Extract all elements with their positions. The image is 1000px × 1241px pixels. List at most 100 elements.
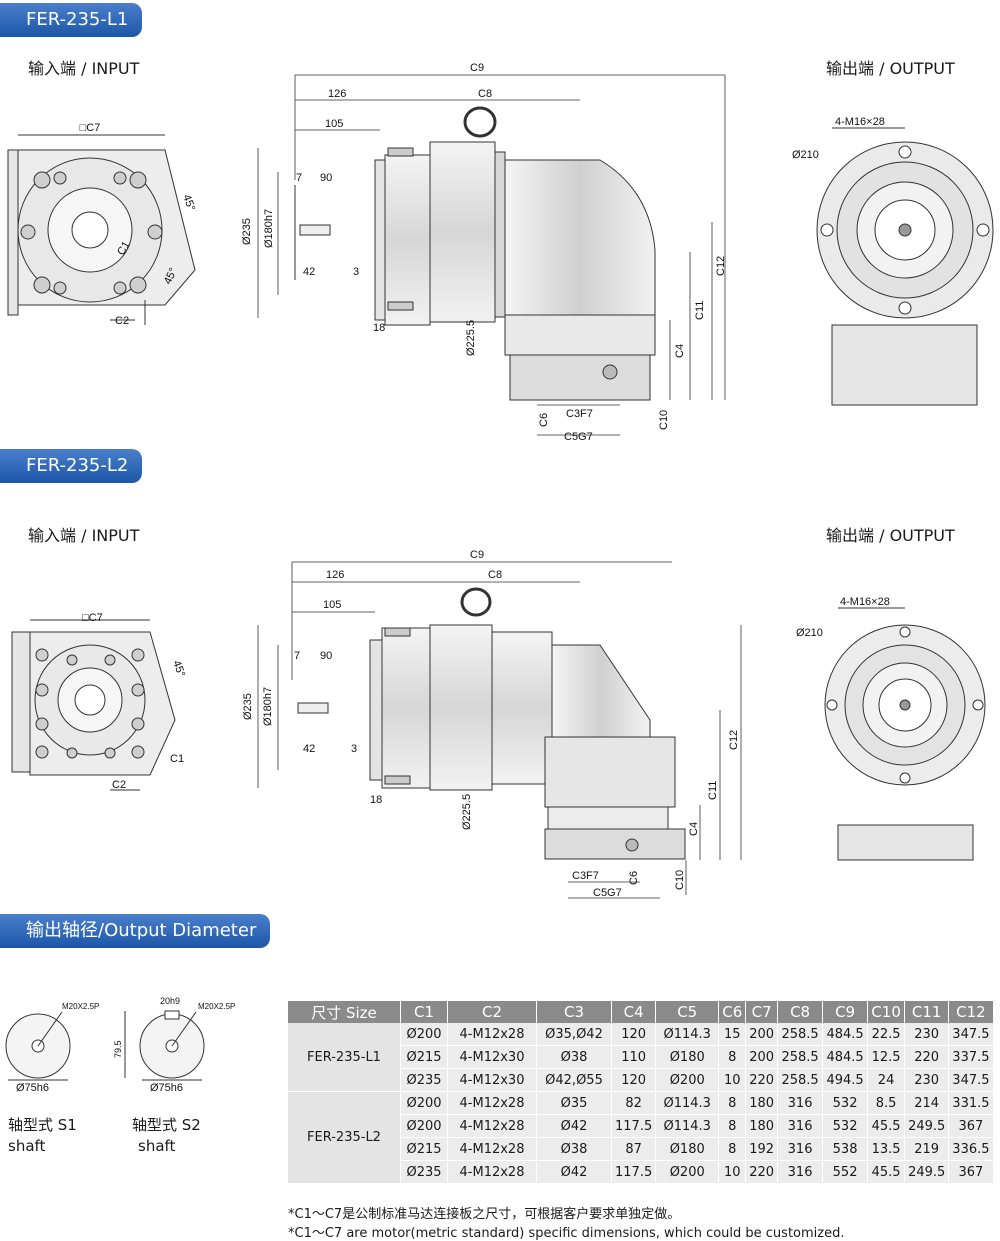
l1-90-dim: 90 bbox=[320, 172, 332, 184]
table-cell: 117.5 bbox=[611, 1160, 657, 1184]
s2-key-dim: 20h9 bbox=[160, 996, 180, 1006]
table-cell: 45.5 bbox=[867, 1160, 906, 1184]
l1-c3-dim: C3F7 bbox=[566, 408, 593, 420]
l2-side-view bbox=[297, 587, 686, 860]
l1-3-dim: 3 bbox=[353, 266, 359, 278]
table-cell: 200 bbox=[745, 1023, 779, 1046]
table-cell: Ø215 bbox=[400, 1137, 448, 1161]
s2-label: 轴型式 S2 shaft bbox=[132, 1115, 201, 1157]
table-cell: 4-M12x30 bbox=[447, 1045, 537, 1069]
header-c6: C6 bbox=[718, 1001, 747, 1023]
spec-table-header: 尺寸 Size C1 C2 C3 C4 C5 C6 C7 C8 C9 C10 C… bbox=[288, 1001, 994, 1023]
table-cell: Ø42 bbox=[536, 1160, 612, 1184]
table-cell: 220 bbox=[745, 1068, 779, 1092]
table-cell: 552 bbox=[822, 1160, 869, 1184]
table-cell: 15 bbox=[718, 1023, 747, 1046]
table-cell: 367 bbox=[948, 1160, 994, 1184]
technical-drawing: □C7 C1 C2 45° 45° C9 C8 126 105 7 90 42 … bbox=[7, 62, 994, 899]
table-cell: 10 bbox=[718, 1068, 747, 1092]
table-cell: Ø180 bbox=[655, 1137, 720, 1161]
table-cell: 8 bbox=[718, 1137, 747, 1161]
table-cell: Ø114.3 bbox=[655, 1023, 720, 1046]
table-cell: 258.5 bbox=[777, 1045, 824, 1069]
table-cell: 316 bbox=[777, 1137, 824, 1161]
table-cell: 4-M12x30 bbox=[447, 1068, 537, 1092]
table-cell: 4-M12x28 bbox=[447, 1091, 537, 1115]
l1-c9-dim: C9 bbox=[470, 62, 484, 74]
l1-c5-dim: C5G7 bbox=[564, 431, 593, 443]
header-c2: C2 bbox=[447, 1001, 537, 1023]
l2-input-label: 输入端 / INPUT bbox=[28, 526, 140, 545]
s1-label-en: shaft bbox=[8, 1137, 46, 1155]
table-cell: 87 bbox=[611, 1137, 657, 1161]
l1-input-view bbox=[7, 134, 196, 325]
table-cell: Ø215 bbox=[400, 1045, 448, 1069]
table-cell: 120 bbox=[611, 1068, 657, 1092]
header-c11: C11 bbox=[904, 1001, 950, 1023]
shaft-drawings: M20X2.5P Ø75h6 20h9 M20X2.5P 79.5 Ø75h6 bbox=[5, 996, 235, 1094]
s2-label-cn: 轴型式 S2 bbox=[132, 1116, 201, 1134]
s1-label: 轴型式 S1 shaft bbox=[8, 1115, 77, 1157]
s2-height-dim: 79.5 bbox=[113, 1040, 123, 1058]
table-cell: Ø200 bbox=[655, 1160, 720, 1184]
header-c1: C1 bbox=[400, 1001, 448, 1023]
l2-c4-dim: C4 bbox=[688, 822, 700, 836]
l1-126-dim: 126 bbox=[328, 88, 346, 100]
table-cell: 316 bbox=[777, 1160, 824, 1184]
table-cell: 532 bbox=[822, 1114, 869, 1138]
table-cell: 8 bbox=[718, 1091, 747, 1115]
l2-c1-dim: C1 bbox=[170, 753, 184, 765]
note-english: *C1～C7 are motor(metric standard) specif… bbox=[288, 1226, 845, 1241]
table-cell: 336.5 bbox=[948, 1137, 994, 1161]
table-cell: Ø42,Ø55 bbox=[536, 1068, 612, 1092]
header-c9: C9 bbox=[822, 1001, 869, 1023]
header-c12: C12 bbox=[948, 1001, 994, 1023]
table-cell: Ø235 bbox=[400, 1068, 448, 1092]
header-c5: C5 bbox=[655, 1001, 720, 1023]
header-c10: C10 bbox=[867, 1001, 906, 1023]
table-cell: Ø42 bbox=[536, 1114, 612, 1138]
s2-dia-dim: Ø75h6 bbox=[150, 1082, 183, 1094]
table-cell: 230 bbox=[904, 1068, 950, 1092]
l2-126-dim: 126 bbox=[326, 569, 344, 581]
s1-thread-dim: M20X2.5P bbox=[62, 1002, 99, 1011]
header-c4: C4 bbox=[611, 1001, 657, 1023]
table-cell: 249.5 bbox=[904, 1160, 950, 1184]
table-cell: 45.5 bbox=[867, 1114, 906, 1138]
table-cell: Ø38 bbox=[536, 1045, 612, 1069]
l1-225-dim: Ø225.5 bbox=[465, 320, 477, 356]
l2-output-view bbox=[824, 607, 986, 861]
l1-c11-dim: C11 bbox=[694, 301, 706, 320]
note-chinese: *C1～C7是公制标准马达连接板之尺寸，可根据客户要求单独定做。 bbox=[288, 1207, 681, 1222]
table-cell: 8 bbox=[718, 1114, 747, 1138]
table-cell: 8 bbox=[718, 1045, 747, 1069]
model-cell: FER-235-L2 bbox=[288, 1091, 401, 1184]
table-cell: 24 bbox=[867, 1068, 906, 1092]
l1-output-label: 输出端 / OUTPUT bbox=[826, 59, 955, 78]
l2-c2-dim: C2 bbox=[112, 779, 126, 791]
l1-c8-dim: C8 bbox=[478, 88, 492, 100]
l2-c11-dim: C11 bbox=[707, 781, 719, 800]
l2-90-dim: 90 bbox=[320, 650, 332, 662]
table-cell: 538 bbox=[822, 1137, 869, 1161]
table-cell: 214 bbox=[904, 1091, 950, 1115]
table-cell: 347.5 bbox=[948, 1068, 994, 1092]
table-cell: 249.5 bbox=[904, 1114, 950, 1138]
table-cell: Ø35 bbox=[536, 1091, 612, 1115]
l1-angle-dim-1: 45° bbox=[180, 193, 197, 213]
l1-c7-dim: □C7 bbox=[80, 122, 101, 134]
table-cell: 13.5 bbox=[867, 1137, 906, 1161]
l1-side-view bbox=[294, 106, 656, 401]
table-cell: Ø200 bbox=[655, 1068, 720, 1092]
table-cell: 484.5 bbox=[822, 1045, 869, 1069]
table-cell: 532 bbox=[822, 1091, 869, 1115]
l2-c3-dim: C3F7 bbox=[572, 870, 599, 882]
table-cell: 230 bbox=[904, 1023, 950, 1046]
table-cell: 82 bbox=[611, 1091, 657, 1115]
l2-42-dim: 42 bbox=[303, 743, 315, 755]
s1-dia-dim: Ø75h6 bbox=[16, 1082, 49, 1094]
l1-c12-dim: C12 bbox=[715, 256, 727, 276]
header-c7: C7 bbox=[745, 1001, 779, 1023]
